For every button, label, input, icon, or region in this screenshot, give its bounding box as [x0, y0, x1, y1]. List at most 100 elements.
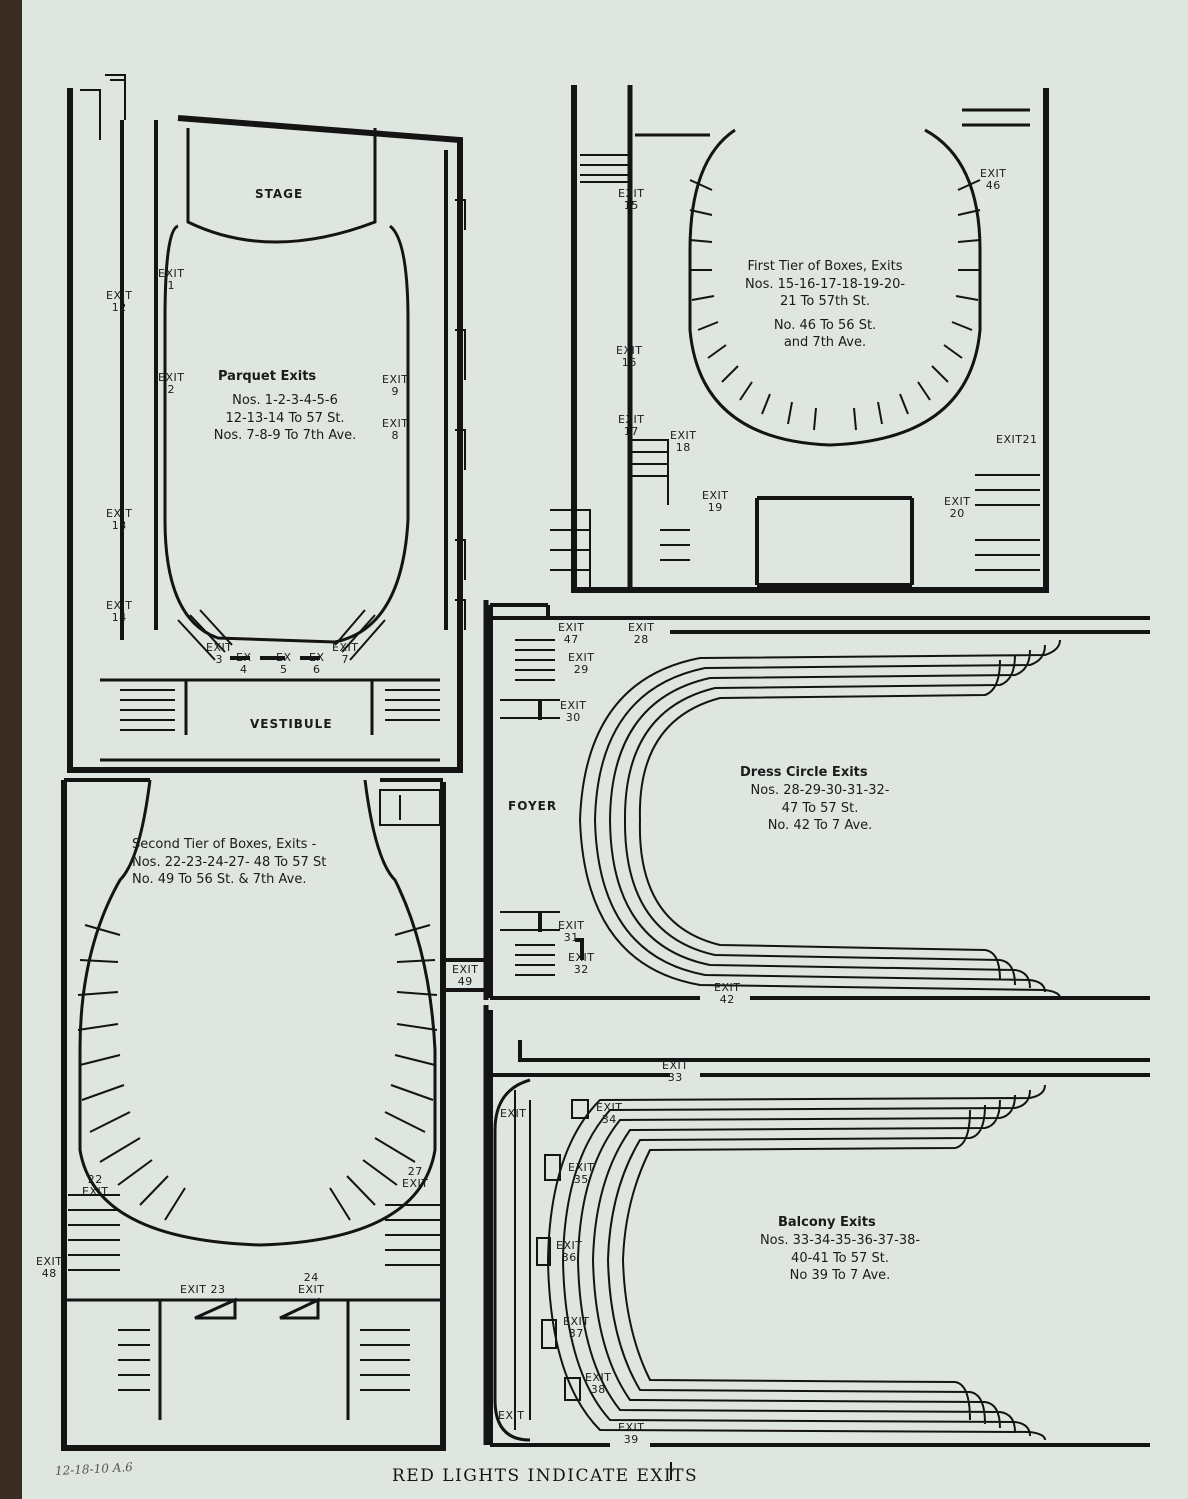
second-tier-stair-right — [385, 1204, 440, 1266]
exit-label-balcony-upper: EXIT — [500, 1107, 527, 1120]
balcony-tiers — [546, 1084, 1046, 1441]
first-tier-stair-bottom — [550, 509, 690, 590]
balcony-caption: Nos. 33-34-35-36-37-38- 40-41 To 57 St. … — [730, 1232, 950, 1285]
parquet-stair-block-right — [385, 689, 440, 721]
dress-circle-doors — [538, 700, 584, 960]
first-tier-box-ticks-right — [853, 179, 981, 431]
parquet-caption-line-2: 12-13-14 To 57 St. — [225, 410, 345, 426]
dress-circle-caption-line-2: 47 To 57 St. — [781, 800, 859, 816]
balcony-exit-boxes — [536, 1099, 589, 1401]
dress-circle-heading: Dress Circle Exits — [740, 765, 868, 780]
second-tier-stairs-lower — [118, 1329, 410, 1391]
first-tier-caption-line-2: Nos. 15-16-17-18-19-20- — [744, 276, 906, 292]
balcony-plan — [487, 1010, 1150, 1447]
first-tier-plan — [550, 85, 1049, 593]
second-tier-wedge-23 — [194, 1297, 237, 1320]
parquet-vestibule-wall — [100, 678, 440, 762]
exit-label-23: EXIT 23 — [180, 1283, 226, 1296]
balcony-heading: Balcony Exits — [778, 1215, 876, 1230]
parquet-caption-line-3: Nos. 7-8-9 To 7th Ave. — [213, 428, 357, 444]
balcony-top-walls — [490, 1040, 1150, 1077]
foyer-label: FOYER — [508, 799, 558, 813]
balcony-caption-line-2: 40-41 To 57 St. — [791, 1250, 889, 1266]
second-tier-caption-line-3: No. 49 To 56 St. & 7th Ave. — [132, 872, 307, 888]
parquet-stairs-left — [177, 609, 233, 661]
parquet-caption: Nos. 1-2-3-4-5-6 12-13-14 To 57 St. Nos.… — [180, 392, 390, 445]
dress-circle-caption: Nos. 28-29-30-31-32- 47 To 57 St. No. 42… — [720, 782, 920, 835]
parquet-plan — [67, 74, 466, 773]
dress-circle-stair-top — [500, 639, 560, 719]
balcony-caption-line-1: Nos. 33-34-35-36-37-38- — [759, 1233, 921, 1248]
second-tier-caption-line-2: Nos. 22-23-24-27- 48 To 57 St — [132, 854, 327, 870]
parquet-caption-line-1: Nos. 1-2-3-4-5-6 — [232, 393, 338, 408]
second-tier-wedge-24 — [279, 1297, 320, 1320]
second-tier-caption-line-1: Second Tier of Boxes, Exits - — [132, 837, 317, 852]
parquet-stage — [186, 128, 377, 244]
second-tier-caption: Second Tier of Boxes, Exits - Nos. 22-23… — [132, 836, 326, 889]
parquet-horseshoe — [163, 224, 410, 644]
vestibule-label: VESTIBULE — [250, 717, 333, 731]
exit-label-balcony-lower: EXIT — [498, 1409, 525, 1422]
second-tier-stair-left — [68, 1194, 120, 1271]
parquet-outer-wall — [67, 88, 463, 773]
dress-circle-stair-bottom — [500, 911, 560, 976]
parquet-stair-block-left — [120, 689, 175, 731]
balcony-inner-rails — [514, 1090, 531, 1430]
first-tier-caption-line-1: First Tier of Boxes, Exits — [747, 259, 903, 274]
first-tier-outer-wall — [571, 85, 1049, 593]
second-tier-box-ticks-left — [77, 924, 186, 1221]
second-tier-top-wall — [64, 778, 486, 992]
dress-circle-plan — [487, 603, 1150, 1000]
first-tier-top-doors — [635, 108, 1030, 137]
dress-circle-caption-line-3: No. 42 To 7 Ave. — [767, 818, 873, 834]
first-tier-caption-line-3: 21 To 57th St. — [780, 294, 870, 310]
parquet-inner-wall — [154, 120, 448, 630]
first-tier-caption: First Tier of Boxes, Exits Nos. 15-16-17… — [740, 258, 910, 352]
second-tier-lower-wall — [64, 1298, 443, 1420]
exit-label-21: EXIT21 — [996, 433, 1038, 446]
stage-label: STAGE — [255, 187, 304, 201]
second-tier-outer-wall — [61, 780, 446, 1451]
dress-circle-caption-line-1: Nos. 28-29-30-31-32- — [750, 783, 890, 798]
parquet-heading: Parquet Exits — [218, 369, 317, 384]
footer-title: RED LIGHTS INDICATE EXITS — [392, 1466, 699, 1486]
balcony-left-curve — [493, 1078, 531, 1442]
first-tier-caption-line-5: and 7th Ave. — [783, 335, 867, 351]
first-tier-stair-top — [580, 154, 628, 183]
dress-circle-tiers — [578, 639, 1061, 999]
second-tier-plan — [61, 778, 486, 1451]
parquet-corner-stairs — [80, 74, 126, 140]
first-tier-box-ticks-left — [689, 179, 817, 431]
